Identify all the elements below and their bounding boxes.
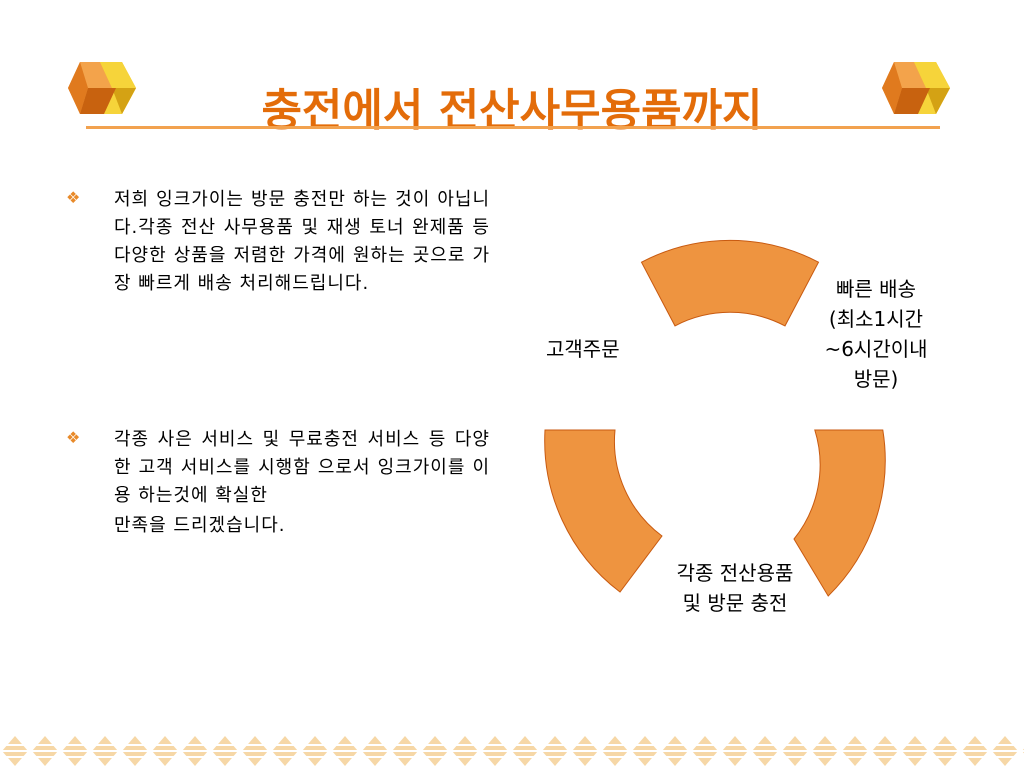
cube-decoration-icon bbox=[68, 62, 136, 114]
cycle-label-line: 각종 전산용품 bbox=[676, 561, 794, 585]
diamond-bullet-icon: ❖ bbox=[66, 428, 81, 447]
cycle-label-line: 방문) bbox=[853, 367, 899, 391]
cycle-diagram bbox=[544, 239, 886, 597]
cycle-label-delivery: 빠른 배송 (최소1시간 ~6시간이내 방문) bbox=[806, 274, 946, 394]
cycle-label-line: ~6시간이내 bbox=[824, 337, 928, 361]
footer-diamond-band bbox=[0, 734, 1024, 768]
cycle-segment-top bbox=[640, 239, 820, 327]
bullet-text: 각종 사은 서비스 및 무료충전 서비스 등 다양한 고객 서비스를 시행함 으… bbox=[114, 429, 490, 506]
title-divider bbox=[86, 126, 940, 129]
bullet-text: 저희 잉크가이는 방문 충전만 하는 것이 아닙니다.각종 전산 사무용품 및 … bbox=[114, 189, 490, 294]
cycle-segment-right bbox=[793, 429, 886, 597]
cycle-label-products: 각종 전산용품 및 방문 충전 bbox=[650, 558, 820, 618]
diamond-bullet-icon: ❖ bbox=[66, 188, 81, 207]
bullet-text-continuation: 만족을 드리겠습니다. bbox=[114, 515, 286, 536]
cube-decoration-icon bbox=[882, 62, 950, 114]
cycle-label-line: 빠른 배송 bbox=[836, 277, 916, 301]
cycle-label-line: 및 방문 충전 bbox=[682, 591, 788, 615]
cycle-label-order: 고객주문 bbox=[546, 337, 620, 361]
cycle-segment-left bbox=[544, 429, 663, 593]
slide-title: 충전에서 전산사무용품까지 bbox=[261, 85, 763, 137]
cycle-label-line: (최소1시간 bbox=[828, 307, 924, 331]
